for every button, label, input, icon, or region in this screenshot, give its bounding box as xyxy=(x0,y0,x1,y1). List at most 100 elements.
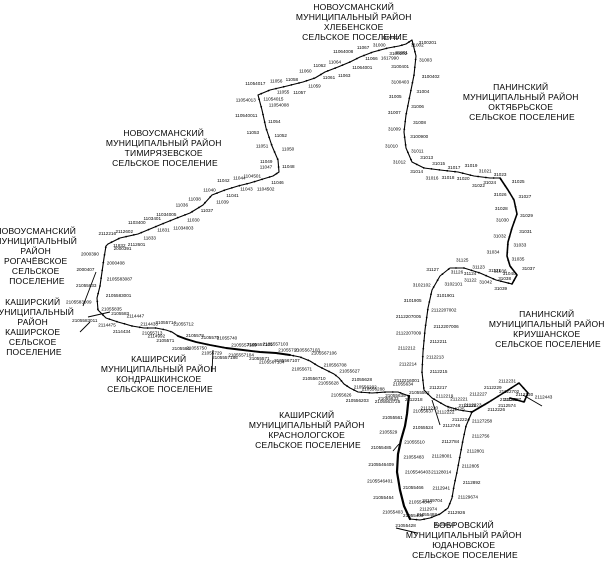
route-node xyxy=(507,259,510,261)
point-label: 11067 xyxy=(357,45,370,50)
route-node xyxy=(440,402,442,404)
point-label: 3102101 xyxy=(445,282,463,287)
route-node xyxy=(421,371,423,374)
route-node xyxy=(423,332,426,334)
route-node xyxy=(444,509,447,511)
route-node xyxy=(422,167,425,169)
point-label: 2114475 xyxy=(98,323,116,328)
point-label: 3102102 xyxy=(413,283,431,288)
route-node xyxy=(415,163,418,166)
point-label: 31006 xyxy=(411,104,424,109)
point-label: 2105583 xyxy=(111,311,129,316)
region-line: КОНДРАШКИНСКОЕ xyxy=(116,374,201,384)
region-line: МУНИЦИПАЛЬНЫЙ РАЙОН xyxy=(296,11,412,22)
point-label: 2112220 xyxy=(421,406,439,411)
route-node xyxy=(368,391,371,394)
boundary-line xyxy=(79,321,91,333)
route-node xyxy=(461,172,464,175)
route-node xyxy=(146,327,149,329)
route-node xyxy=(507,282,510,284)
route-node xyxy=(452,487,455,490)
point-label: 31003 xyxy=(419,57,432,62)
point-label: 21055835 xyxy=(101,306,122,311)
route-node xyxy=(191,340,194,342)
region-line: НОВОУСМАНСКИЙ xyxy=(313,1,394,12)
point-label: 31005 xyxy=(389,94,402,99)
region-line: КАШИРСКИЙ xyxy=(131,353,186,364)
point-label: 2112892 xyxy=(463,480,481,485)
point-label: 21055483 xyxy=(404,455,425,460)
route-node xyxy=(503,391,506,394)
route-node xyxy=(454,408,457,410)
point-label: 2112207009 xyxy=(396,330,422,335)
route-segment-krasnologskoe-bold xyxy=(395,394,412,521)
point-label: 31124 xyxy=(464,271,477,276)
region-line: СЕЛЬСКОЕ ПОСЕЛЕНИЕ xyxy=(412,550,518,560)
route-node xyxy=(510,228,513,231)
region-label-timiryazevskoe: НОВОУСМАНСКИЙ МУНИЦИПАЛЬНЫЙ РАЙОН ТИМИРЯ… xyxy=(106,127,224,168)
route-node xyxy=(436,279,439,282)
point-label: 3100202 xyxy=(389,51,407,56)
route-node xyxy=(408,97,411,100)
point-label: 2112746 xyxy=(443,423,461,428)
route-node xyxy=(229,347,232,350)
route-node xyxy=(223,189,226,192)
route-node xyxy=(401,432,404,435)
route-node xyxy=(500,178,502,181)
region-label-khlebenskoe: НОВОУСМАНСКИЙ МУНИЦИПАЛЬНЫЙ РАЙОН ХЛЕБЕН… xyxy=(296,1,414,42)
route-node xyxy=(348,61,351,63)
region-label-krasnologskoe: КАШИРСКИЙ МУНИЦИПАЛЬНЫЙ РАЙОН КРАСНОЛОГС… xyxy=(249,409,367,450)
route-node xyxy=(282,85,285,88)
region-line: СЕЛЬСКОЕ ПОСЕЛЕНИЕ xyxy=(495,339,601,349)
point-label: 1104501 xyxy=(243,173,261,178)
point-label: 21128014 xyxy=(431,469,452,474)
route-node xyxy=(426,308,429,311)
route-node xyxy=(204,201,206,204)
point-label: 11057 xyxy=(293,90,306,95)
point-label: 31125 xyxy=(456,258,469,263)
route-node xyxy=(406,409,409,412)
point-label: 31127 xyxy=(426,267,439,272)
point-label: 2105586 xyxy=(172,346,190,351)
boundary-line xyxy=(392,443,400,452)
route-node xyxy=(326,70,329,72)
route-node xyxy=(454,479,456,482)
route-node xyxy=(292,354,295,357)
point-label: 3100101 xyxy=(382,35,400,40)
point-label: 31015 xyxy=(432,161,445,166)
region-line: НОВОУСМАНСКИЙ xyxy=(123,127,204,138)
point-label: 21055833 xyxy=(76,283,97,288)
region-line: НОВОУСМАНСКИЙ xyxy=(0,225,76,236)
point-label: 11030 xyxy=(187,218,200,223)
route-node xyxy=(423,340,425,342)
point-label: 2112211 xyxy=(430,339,448,344)
point-label: 2114992 xyxy=(148,333,166,338)
point-label: 11042 xyxy=(217,178,230,183)
route-node xyxy=(428,301,431,303)
route-node xyxy=(268,176,271,178)
route-node xyxy=(238,184,241,187)
route-segment-south-east xyxy=(409,411,473,521)
point-label: 2112216 xyxy=(98,231,116,236)
point-label: 2105583009 xyxy=(66,299,92,304)
route-node xyxy=(410,89,412,92)
route-node xyxy=(216,192,218,195)
point-label: 3100402 xyxy=(422,74,440,79)
point-label: 3100201 xyxy=(419,40,437,45)
point-label: 11034003 xyxy=(173,226,194,231)
point-label: 2105546403 xyxy=(405,470,431,475)
route-node xyxy=(447,268,450,271)
point-label: 21122702 xyxy=(499,389,520,394)
point-label: 11064 xyxy=(329,59,342,64)
route-node xyxy=(206,343,209,346)
route-node xyxy=(508,236,511,238)
route-node xyxy=(412,43,414,45)
route-node xyxy=(320,73,322,76)
point-label: 11054013 xyxy=(236,98,257,103)
region-label-rogachevskoe: НОВОУСМАНСКИЙ МУНИЦИПАЛЬНЫЙ РАЙОН РОГАЧЁ… xyxy=(0,225,80,286)
route-node xyxy=(400,494,403,497)
route-node xyxy=(396,471,398,474)
point-label: 2105529 xyxy=(379,430,397,435)
route-node xyxy=(334,374,337,377)
point-label: 31122 xyxy=(464,278,477,283)
